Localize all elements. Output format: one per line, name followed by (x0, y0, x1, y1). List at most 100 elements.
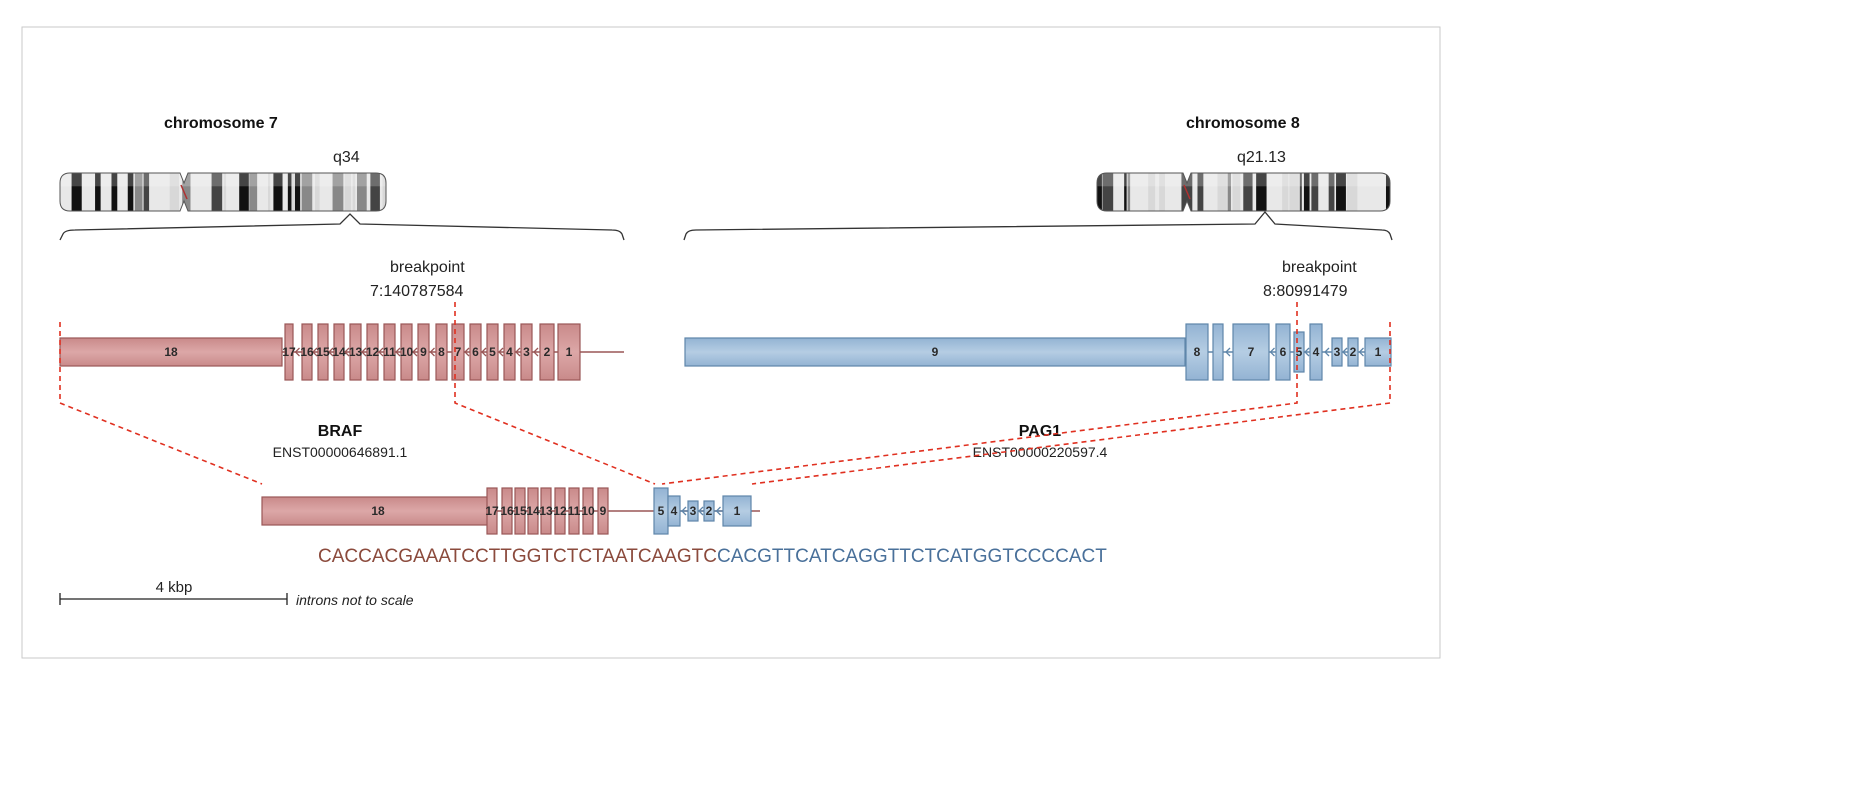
chromosome-7-title: chromosome 7 (164, 115, 278, 132)
strand-chevron (464, 347, 470, 357)
ideogram-band (211, 173, 223, 211)
exon-5 (1293, 331, 1305, 373)
ideogram-band (1197, 173, 1204, 211)
strand-chevron (361, 347, 367, 357)
ideogram-band (287, 173, 292, 211)
guide-pag1-breakpoint (661, 302, 1298, 485)
exon-label: 14 (526, 504, 540, 518)
strand-chevron (429, 347, 435, 357)
ideogram-band (127, 173, 134, 211)
strand-chevron (1304, 347, 1310, 357)
exon-label: 16 (500, 504, 514, 518)
exon-label: 6 (472, 345, 479, 359)
exon-14 (333, 323, 345, 381)
ideogram-band (223, 173, 227, 211)
ideogram-band (134, 173, 143, 211)
exon-label: 1 (566, 345, 573, 359)
exon-2 (703, 500, 715, 522)
braf-transcript-id: ENST00000646891.1 (273, 444, 408, 460)
exon-18 (59, 337, 283, 367)
ideogram-band (1336, 173, 1346, 211)
scale-bar-label: 4 kbp (156, 579, 193, 596)
exon-label: 12 (553, 504, 567, 518)
ideogram-band (1328, 173, 1335, 211)
exon-label: 17 (485, 504, 499, 518)
exon-label: 13 (349, 345, 363, 359)
ideogram-band (1232, 173, 1241, 211)
ideogram-band (301, 173, 313, 211)
ideogram-band (71, 173, 82, 211)
exon-4 (1309, 323, 1323, 381)
exon-label: 17 (282, 345, 296, 359)
ideogram-band (1217, 173, 1227, 211)
chromosome-8-brace (683, 210, 1393, 241)
breakpoint-7-label: breakpoint (390, 259, 465, 276)
exon-13 (540, 487, 552, 535)
chromosome-8-title: chromosome 8 (1186, 115, 1300, 132)
ideogram-band (370, 173, 380, 211)
ideogram-band (1282, 173, 1289, 211)
exon-label: 7 (1248, 345, 1255, 359)
ideogram-band (169, 173, 179, 211)
junction-sequence: CACCACGAAATCCTTGGTCTCTAATCAAGTCCACGTTCAT… (318, 546, 1107, 567)
exon-15 (317, 323, 329, 381)
exon-17 (284, 323, 294, 381)
exon-label: 2 (544, 345, 551, 359)
strand-chevron (378, 347, 384, 357)
exon-label: 18 (164, 345, 178, 359)
exon-label: 5 (658, 504, 665, 518)
exon-label: 8 (1194, 345, 1201, 359)
exon- (1212, 323, 1224, 381)
exon-label: 11 (568, 504, 581, 518)
exon-10 (400, 323, 413, 381)
strand-chevron (344, 347, 350, 357)
ideogram-band (1289, 173, 1299, 211)
ideogram-band (1311, 173, 1319, 211)
exon-14 (527, 487, 539, 535)
exon-label: 15 (513, 504, 527, 518)
ideogram-shine (1097, 173, 1390, 187)
exon-label: 1 (734, 504, 741, 518)
exon-label: 1 (1375, 345, 1382, 359)
chromosome-7-brace (59, 213, 625, 241)
exon-9 (597, 487, 609, 535)
exon-label: 5 (1296, 345, 1303, 359)
exon-8 (435, 323, 448, 381)
ideogram-band (111, 173, 118, 211)
centromere-mark (180, 184, 188, 200)
guide-pag1-right (751, 322, 1391, 485)
chromosome-7-ideogram (59, 172, 387, 212)
exon-17 (486, 487, 498, 535)
ideogram-band (1148, 173, 1156, 211)
strand-chevron (481, 347, 487, 357)
exon-11 (383, 323, 396, 381)
exon-1 (722, 495, 752, 527)
exon-label: 11 (383, 345, 396, 359)
ideogram-band (143, 173, 150, 211)
strand-chevron (328, 347, 334, 357)
ideogram-band (1097, 173, 1102, 211)
exon-3 (520, 323, 533, 381)
ideogram-shine (60, 173, 386, 187)
centromere-mark (1183, 184, 1191, 200)
ideogram-band (291, 173, 295, 211)
exon-label: 5 (489, 345, 496, 359)
strand-chevron (294, 347, 300, 357)
ideogram-band (249, 173, 258, 211)
guide-braf-breakpoint (454, 302, 656, 485)
strand-chevron (515, 347, 521, 357)
exon-12 (554, 487, 566, 535)
strand-chevron (698, 506, 704, 516)
exon-label: 9 (420, 345, 427, 359)
strand-chevron (412, 347, 418, 357)
ideogram-band (352, 173, 356, 211)
strand-chevron (312, 347, 318, 357)
breakpoint-8-position: 8:80991479 (1263, 283, 1348, 300)
ideogram-band (344, 173, 352, 211)
exon-10 (582, 487, 594, 535)
exon-9 (684, 337, 1186, 367)
sequence-pag1-part: CACGTTCATCAGGTTCTCATGGTCCCCACT (717, 546, 1107, 567)
ideogram-band (1243, 173, 1253, 211)
exon-label: 9 (932, 345, 939, 359)
